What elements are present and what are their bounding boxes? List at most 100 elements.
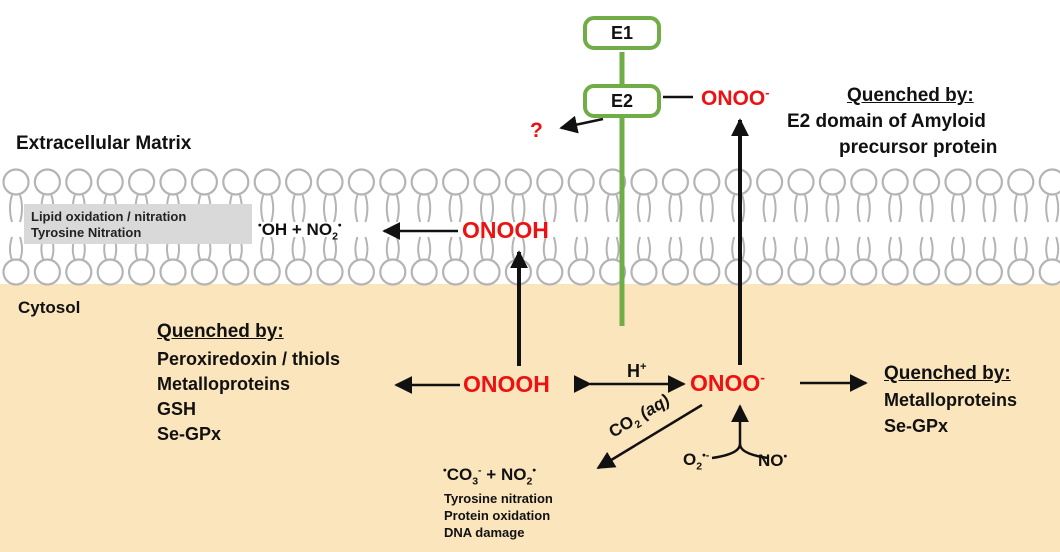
app-quench-line1: E2 domain of Amyloid — [787, 111, 986, 132]
carbonate-effect-1: Tyrosine nitration — [444, 491, 553, 506]
lipid-tail-inner — [888, 236, 903, 261]
lipid-tail-outer — [951, 194, 965, 223]
lipid-head-inner — [442, 258, 470, 286]
lipid-head-inner — [190, 258, 218, 286]
lipid-head-inner — [253, 258, 281, 286]
lipid-tail-inner — [982, 236, 997, 261]
lipid-tail-outer — [448, 194, 463, 223]
lipid-tail-outer — [825, 194, 840, 223]
lipid-tail-inner — [637, 236, 651, 261]
lipid-tail-outer — [762, 194, 777, 223]
lipid-tail-inner — [542, 236, 557, 261]
arrow-onoo-to-carbonate — [596, 403, 703, 470]
lipid-head-inner — [536, 258, 564, 286]
carbonate-text: CO — [446, 465, 473, 484]
lipid-tail-outer — [260, 194, 275, 223]
lipid-tail-inner — [9, 236, 23, 261]
carbonate-effect-3: DNA damage — [444, 525, 525, 540]
lipid-head-inner — [630, 258, 658, 286]
lipid-tail-outer — [699, 194, 714, 223]
lipid-tail-inner — [260, 236, 275, 261]
lipid-head-outer — [630, 168, 658, 196]
e1-label: E1 — [610, 22, 634, 43]
lipid-head-outer — [190, 168, 218, 196]
lipid-head-outer — [222, 168, 250, 196]
lipid-tail-outer — [542, 194, 557, 223]
lipid-tail-outer — [856, 194, 871, 223]
lipid-head-outer — [504, 168, 533, 196]
lipid-head-outer — [598, 168, 627, 196]
lipid-head-outer — [410, 168, 438, 196]
lipid-head-inner — [661, 258, 690, 286]
left-quench-item-3: GSH — [157, 399, 197, 419]
arrow-e2-to-unknown — [559, 115, 604, 134]
lipid-head-inner — [598, 258, 627, 286]
lipid-head-outer — [379, 168, 407, 196]
lipid-oxidation-box: Lipid oxidation / nitration Tyrosine Nit… — [24, 204, 252, 244]
lipid-head-outer — [944, 168, 972, 196]
lipid-head-outer — [128, 168, 156, 196]
lipid-tail-inner — [291, 236, 306, 261]
lipid-head-outer — [2, 168, 30, 196]
lipid-head-outer — [473, 168, 501, 196]
e1-domain: E1 — [583, 16, 661, 50]
lipid-tail-inner — [605, 236, 620, 261]
lipid-tail-outer — [574, 194, 589, 223]
lipid-tail-inner — [951, 236, 965, 261]
lipid-head-outer — [316, 168, 344, 196]
cytosol-peroxynitrite-text: ONOO — [690, 370, 761, 396]
lipid-head-inner — [410, 258, 438, 286]
lipid-head-inner — [33, 258, 62, 286]
lipid-head-inner — [818, 258, 847, 286]
lipid-head-inner — [975, 258, 1004, 286]
lipid-head-inner — [65, 258, 93, 286]
carbonate-radical-label: •CO3- + NO2• — [443, 464, 536, 488]
lipid-tail-inner — [448, 236, 463, 261]
lipid-head-outer — [850, 168, 878, 196]
left-quench-item-1: Peroxiredoxin / thiols — [157, 349, 341, 369]
right-quench-item-1: Metalloproteins — [884, 390, 1018, 410]
proton-text: H — [627, 361, 640, 381]
hydroxyl-nitrogen-dioxide-label: •OH + NO2• — [258, 219, 342, 243]
lipid-tail-outer — [668, 194, 683, 223]
lipid-head-inner — [787, 258, 815, 286]
lipid-tail-outer — [511, 194, 526, 223]
lipid-tail-outer — [354, 194, 369, 223]
superoxide-label: O2•- — [683, 449, 710, 473]
lipid-head-outer — [755, 168, 784, 196]
lipid-head-inner — [128, 258, 156, 286]
lipid-head-inner — [2, 258, 30, 286]
lipid-tail-outer — [637, 194, 651, 223]
lipid-head-inner — [316, 258, 344, 286]
lipid-head-outer — [787, 168, 815, 196]
lipid-head-outer — [65, 168, 93, 196]
lipid-tail-inner — [668, 236, 683, 261]
lipid-tail-outer — [794, 194, 808, 223]
lipid-tail-inner — [919, 236, 934, 261]
lipid-head-inner — [159, 258, 187, 286]
membrane-peroxynitrous-acid: ONOOH — [462, 217, 549, 243]
lipid-tail-inner — [731, 236, 746, 261]
lipid-head-outer — [912, 168, 941, 196]
lipid-tail-outer — [417, 194, 432, 223]
lipid-tail-outer — [888, 194, 903, 223]
extracellular-peroxynitrite-text: ONOO — [701, 87, 766, 110]
lipid-head-outer — [285, 168, 313, 196]
lipid-tail-inner — [825, 236, 840, 261]
left-quench-item-2: Metalloproteins — [157, 374, 291, 394]
lipid-head-outer — [96, 168, 124, 196]
lipid-tail-outer — [982, 194, 997, 223]
lipid-head-outer — [1007, 168, 1035, 196]
carbonate-effect-2: Protein oxidation — [444, 508, 551, 523]
lipid-head-inner — [379, 258, 407, 286]
lipid-head-outer — [975, 168, 1004, 196]
tyrosine-nitration-text: Tyrosine Nitration — [31, 225, 142, 240]
lipid-tail-inner — [794, 236, 808, 261]
left-quench-item-4: Se-GPx — [157, 424, 222, 444]
lipid-head-outer — [536, 168, 564, 196]
lipid-tail-outer — [919, 194, 934, 223]
left-quench-heading: Quenched by: — [157, 321, 284, 342]
lipid-head-inner — [881, 258, 909, 286]
lipid-head-inner — [850, 258, 878, 286]
